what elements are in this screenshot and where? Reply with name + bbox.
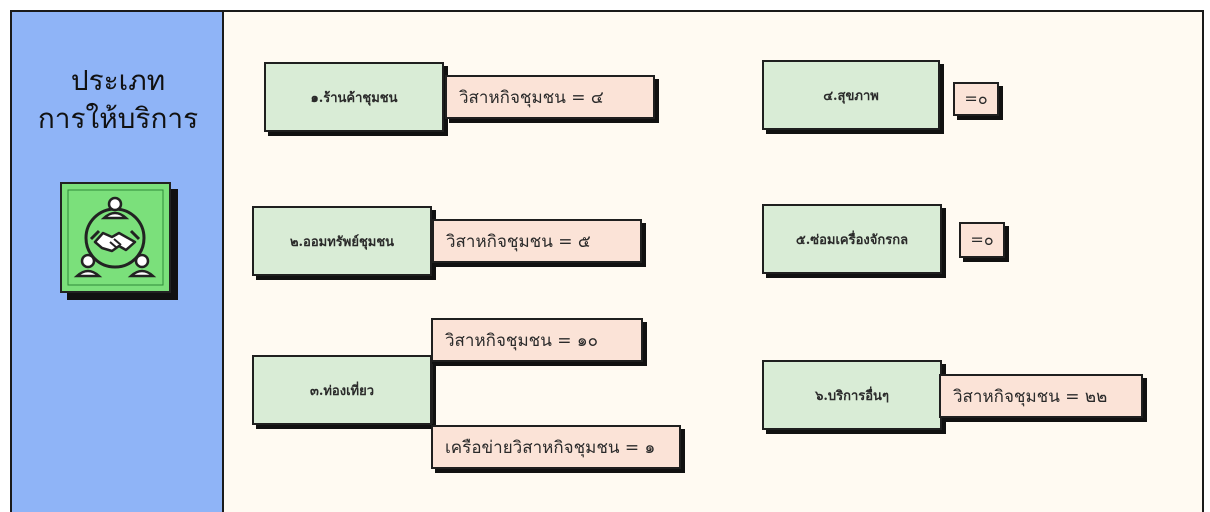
- category-box-savings: ๒.ออมทรัพย์ชุมชน: [252, 206, 432, 276]
- value-box-tourism-enterprise: วิสาหกิจชุมชน = ๑๐: [431, 318, 643, 362]
- sidebar: ประเภท การให้บริการ: [12, 12, 224, 512]
- category-box-other-services: ๖.บริการอื่นๆ: [762, 360, 942, 430]
- category-box-shop: ๑.ร้านค้าชุมชน: [264, 62, 444, 132]
- value-box-tourism-network: เครือข่ายวิสาหกิจชุมชน = ๑: [431, 425, 681, 469]
- category-box-tourism: ๓.ท่องเที่ยว: [252, 355, 432, 425]
- value-box-shop: วิสาหกิจชุมชน = ๔: [445, 75, 655, 119]
- value-box-health: =๐: [953, 82, 999, 116]
- sidebar-title-line2: การให้บริการ: [37, 102, 199, 135]
- connector-tourism-vertical: [432, 364, 433, 424]
- category-box-machine-repair: ๕.ซ่อมเครื่องจักรกล: [762, 204, 942, 274]
- category-box-health: ๔.สุขภาพ: [762, 60, 940, 130]
- diagram-frame: ประเภท การให้บริการ: [10, 10, 1204, 512]
- sidebar-title-line1: ประเภท: [70, 64, 166, 97]
- value-box-machine-repair: =๐: [959, 222, 1005, 258]
- sidebar-title: ประเภท การให้บริการ: [12, 62, 224, 138]
- value-box-other-services: วิสาหกิจชุมชน = ๒๒: [939, 374, 1143, 418]
- value-box-savings: วิสาหกิจชุมชน = ๕: [432, 219, 642, 263]
- handshake-community-icon: [60, 182, 171, 293]
